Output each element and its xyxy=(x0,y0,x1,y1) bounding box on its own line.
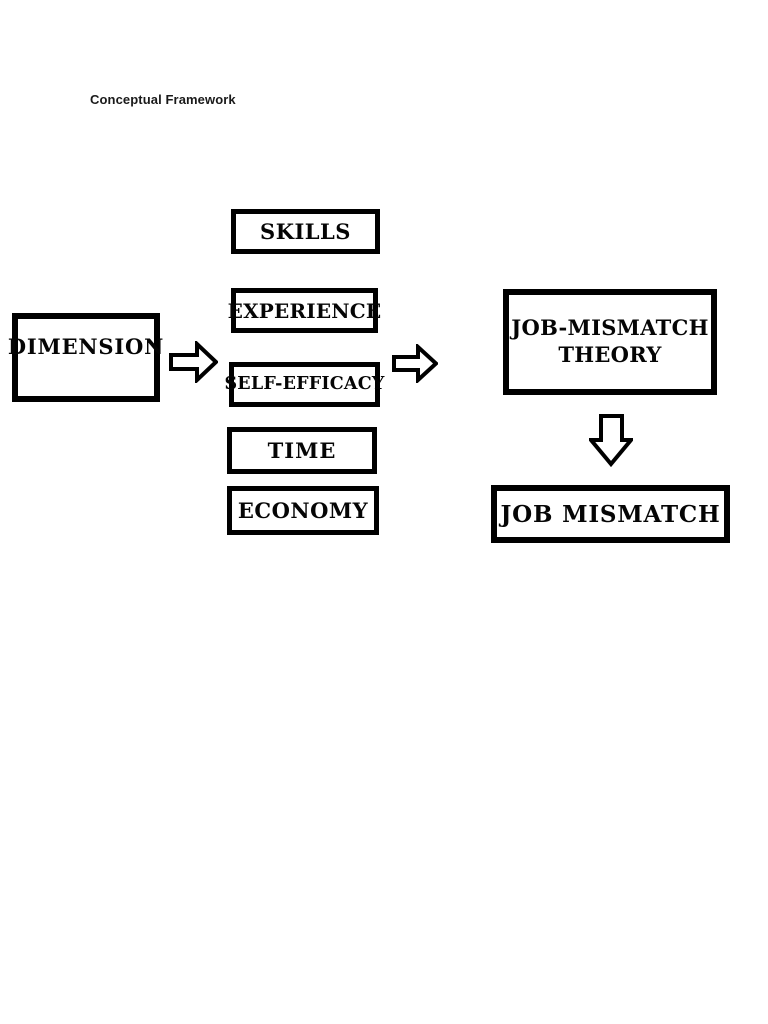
factor-label: SELF-EFFICACY xyxy=(224,373,385,394)
outcome-label: JOB MISMATCH xyxy=(500,500,721,528)
factor-box-time: TIME xyxy=(227,427,377,474)
outcome-box: JOB MISMATCH xyxy=(491,485,730,543)
factor-label: SKILLS xyxy=(260,219,351,244)
factor-label: EXPERIENCE xyxy=(227,298,382,323)
factor-box-experience: EXPERIENCE xyxy=(228,288,381,333)
down-arrow-icon xyxy=(589,414,633,467)
page-title: Conceptual Framework xyxy=(90,92,236,107)
factor-label: TIME xyxy=(267,438,337,463)
factor-box-skills: SKILLS xyxy=(231,209,380,254)
dimension-box: DIMENSION xyxy=(8,313,163,402)
right-arrow-icon xyxy=(392,344,438,383)
factor-box-self-efficacy: SELF-EFFICACY xyxy=(224,362,384,407)
theory-label-line1: JOB-MISMATCH xyxy=(511,315,709,341)
right-arrow-icon xyxy=(169,341,218,383)
factor-box-economy: ECONOMY xyxy=(227,486,379,535)
theory-label-line2: THEORY xyxy=(558,342,662,367)
dimension-label: DIMENSION xyxy=(7,334,165,359)
factor-label: ECONOMY xyxy=(237,498,369,523)
theory-box: JOB-MISMATCH THEORY xyxy=(503,289,717,395)
